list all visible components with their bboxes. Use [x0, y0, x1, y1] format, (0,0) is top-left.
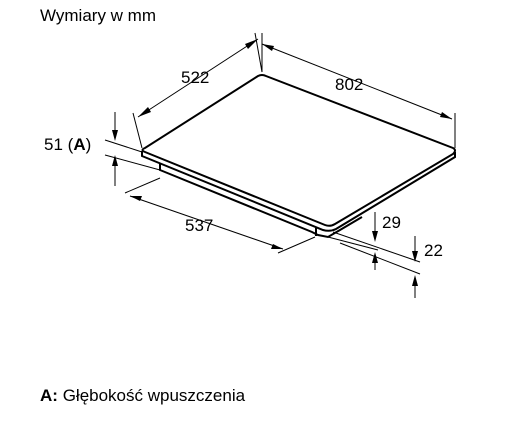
dim-537-line — [129, 195, 284, 250]
page-title: Wymiary w mm — [40, 6, 156, 25]
dim-22-arrow-top — [412, 251, 418, 262]
dim-537-arrow-left — [130, 196, 142, 201]
dim-a-label: 51 (A) — [44, 135, 91, 154]
dim-802-label: 802 — [335, 75, 363, 94]
dim-522-ext-left — [132, 112, 143, 149]
dim-a-arrow-bottom — [112, 155, 118, 166]
dim-522-line — [137, 38, 259, 118]
dim-537-ext-right — [277, 236, 316, 254]
dim-a-arrow-top — [112, 130, 118, 141]
dim-522-label: 522 — [181, 68, 209, 87]
cooktop-top-outline — [141, 74, 456, 227]
footnote: A: Głębokość wpuszczenia — [40, 386, 245, 406]
dim-522-ext-right — [254, 32, 263, 73]
dim-537-ext-left — [124, 177, 161, 194]
dim-29-ext-bottom — [327, 236, 379, 251]
dim-522-arrow-right — [245, 39, 258, 49]
dim-22-arrow-bottom — [412, 275, 418, 286]
dim-802-arrow-left — [262, 44, 274, 51]
dim-29-arrow-bottom — [372, 252, 378, 263]
dim-a-ext-top — [104, 139, 143, 153]
dim-22-ext-bottom — [339, 242, 421, 275]
footnote-text: Głębokość wpuszczenia — [62, 386, 246, 405]
cooktop-front-edge — [141, 151, 456, 232]
dim-29-arrow-top — [372, 231, 378, 242]
dim-537-label: 537 — [185, 216, 213, 235]
footnote-key: A: — [40, 386, 58, 405]
dim-802-line — [261, 43, 453, 120]
dim-29-label: 29 — [382, 213, 401, 232]
dim-537-arrow-right — [271, 244, 283, 249]
dim-22-label: 22 — [424, 241, 443, 260]
dim-802-arrow-right — [440, 112, 452, 119]
dim-a-ext-bottom — [104, 154, 161, 171]
dim-22-ext-top — [332, 231, 421, 263]
dim-522-arrow-left — [138, 107, 151, 117]
